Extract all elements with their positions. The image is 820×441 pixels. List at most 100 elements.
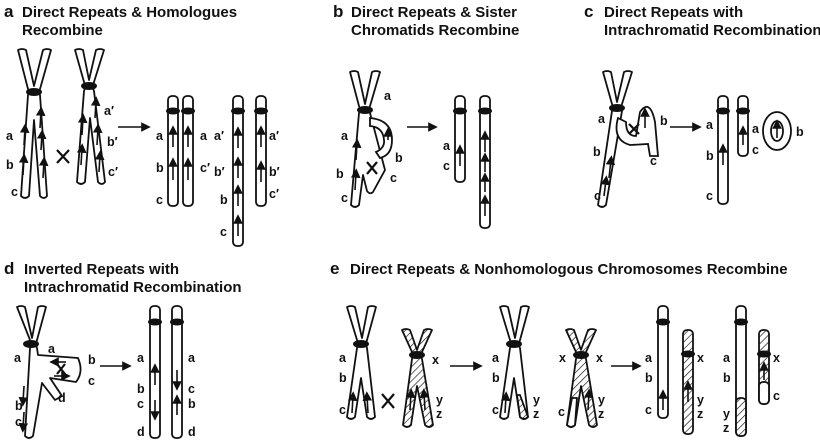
recombination-cross xyxy=(381,393,395,409)
label-a-prime: a′ xyxy=(269,129,279,143)
chromosome-rod xyxy=(716,95,730,205)
panel-c-title: c Direct Repeats with Intrachromatid Rec… xyxy=(584,2,820,39)
label-c: c xyxy=(558,405,565,419)
label-c: c xyxy=(594,189,601,203)
label-c-prime: c′ xyxy=(108,165,118,179)
chromosome-hatched-x-shape xyxy=(565,328,598,428)
label-z: z xyxy=(723,421,729,435)
label-x: x xyxy=(596,351,603,365)
label-y: y xyxy=(697,393,704,407)
circular-chromatid xyxy=(762,111,792,151)
label-d: d xyxy=(188,425,196,439)
label-x: x xyxy=(432,353,439,367)
chromosome-hatched-rod xyxy=(681,329,695,435)
panel-c: a b b c c a b c a c b xyxy=(593,70,804,208)
label-a: a xyxy=(6,129,14,143)
label-b: b xyxy=(645,371,653,385)
panel-title-line1: Direct Repeats & Nonhomologous Chromosom… xyxy=(350,261,788,278)
label-c: c xyxy=(390,171,397,185)
label-b-prime: b′ xyxy=(214,165,225,179)
label-d: d xyxy=(58,391,66,405)
label-z: z xyxy=(697,407,703,421)
label-y: y xyxy=(436,393,443,407)
label-c-prime: c′ xyxy=(200,161,210,175)
label-a: a xyxy=(443,139,451,153)
label-b: b xyxy=(188,397,196,411)
label-b: b xyxy=(137,382,145,396)
recombination-cross xyxy=(56,149,70,164)
label-y: y xyxy=(598,393,605,407)
label-a-prime: a′ xyxy=(214,129,224,143)
label-b: b xyxy=(796,125,804,139)
label-z: z xyxy=(436,407,442,421)
label-b: b xyxy=(15,399,23,413)
label-b: b xyxy=(220,193,228,207)
label-b: b xyxy=(339,371,347,385)
panel-b: a a b b c c a c xyxy=(336,70,492,229)
label-c-prime: c′ xyxy=(269,187,279,201)
label-c: c xyxy=(650,154,657,168)
label-c: c xyxy=(492,403,499,417)
label-c: c xyxy=(220,225,227,239)
chromosome-x-shape xyxy=(16,305,82,439)
label-b: b xyxy=(6,158,14,172)
label-y: y xyxy=(533,393,540,407)
label-b-prime: b′ xyxy=(107,135,118,149)
panel-title-line1: Inverted Repeats with xyxy=(24,261,179,278)
panel-d-title: d Inverted Repeats with Intrachromatid R… xyxy=(4,259,242,296)
panel-a: a b c a′ b′ c′ a b c xyxy=(6,48,280,247)
panel-title-line1: Direct Repeats & Homologues xyxy=(22,4,237,21)
label-c: c xyxy=(339,403,346,417)
panel-letter: c xyxy=(584,2,593,21)
chromosome-rod xyxy=(166,95,180,207)
chromosome-hatched-x-shape xyxy=(401,328,434,428)
chromosome-rod xyxy=(181,95,195,207)
label-a: a xyxy=(645,351,653,365)
label-c: c xyxy=(188,382,195,396)
label-b: b xyxy=(660,114,668,128)
label-c: c xyxy=(645,403,652,417)
chromosome-x-shape xyxy=(349,70,393,208)
panel-letter: d xyxy=(4,259,14,278)
panel-title-line2: Intrachromatid Recombination xyxy=(24,279,242,296)
label-a: a xyxy=(341,129,349,143)
label-a: a xyxy=(48,342,56,356)
label-c: c xyxy=(443,159,450,173)
panel-title-line2: Recombine xyxy=(22,22,103,39)
label-c: c xyxy=(15,415,22,429)
panel-e-title: e Direct Repeats & Nonhomologous Chromos… xyxy=(330,259,788,278)
chromosome-rod xyxy=(254,95,268,207)
label-b: b xyxy=(492,371,500,385)
label-a: a xyxy=(156,129,164,143)
label-c: c xyxy=(706,189,713,203)
label-a: a xyxy=(598,112,606,126)
label-c: c xyxy=(88,374,95,388)
panel-d: a a b c b c d a b c d a c b d xyxy=(14,305,196,439)
label-d: d xyxy=(137,425,145,439)
label-c: c xyxy=(752,143,759,157)
chromosome-rod xyxy=(736,95,750,157)
panel-a-title: a Direct Repeats & Homologues Recombine xyxy=(4,2,237,39)
panel-e: a b c x y z a b c y z xyxy=(339,305,780,437)
panel-letter: a xyxy=(4,2,14,21)
label-b: b xyxy=(593,145,601,159)
label-z: z xyxy=(533,407,539,421)
label-c: c xyxy=(773,389,780,403)
label-b-prime: b′ xyxy=(269,165,280,179)
chromosome-rod xyxy=(231,95,245,247)
label-a: a xyxy=(200,129,208,143)
label-c: c xyxy=(156,193,163,207)
label-a: a xyxy=(14,351,22,365)
label-b: b xyxy=(395,151,403,165)
chromosome-x-shape xyxy=(597,70,659,208)
label-x: x xyxy=(773,351,780,365)
label-a-prime: a′ xyxy=(104,104,114,118)
label-x: x xyxy=(697,351,704,365)
panel-title-line2: Intrachromatid Recombination xyxy=(604,22,820,39)
label-c: c xyxy=(11,185,18,199)
panel-b-title: b Direct Repeats & Sister Chromatids Rec… xyxy=(333,2,519,39)
label-a: a xyxy=(384,89,392,103)
chromosome-rod xyxy=(170,305,184,439)
panel-title-line1: Direct Repeats & Sister xyxy=(351,4,517,21)
